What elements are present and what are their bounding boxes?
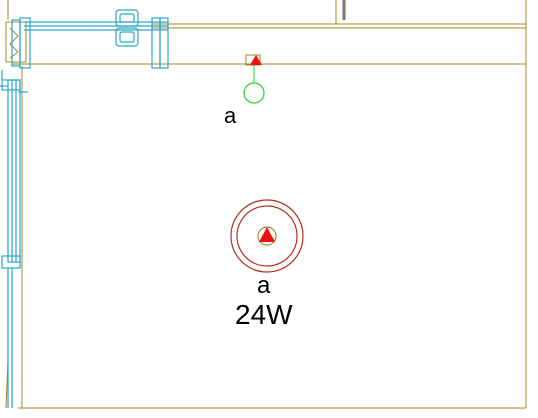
luminaire-marker-icon: [259, 227, 275, 242]
door-jamb: [11, 19, 21, 67]
sensor-circuit-label: a: [224, 103, 237, 128]
luminaire-inner-ring: [236, 205, 298, 267]
sensor-marker-icon: [250, 55, 262, 65]
column-outline: [5, 21, 27, 63]
ceiling-light[interactable]: [230, 199, 304, 273]
window-frame-cap: [1, 255, 21, 269]
luminaire-circuit-label: a: [257, 272, 271, 299]
corner-column: [5, 21, 27, 63]
sensor-circle-icon: [243, 82, 265, 104]
door-handle: [119, 13, 135, 23]
window-frame-cap: [1, 79, 21, 91]
walls: [5, 0, 527, 409]
door-frames: [0, 9, 169, 408]
luminaire-wattage-label: 24W: [235, 299, 293, 330]
column-hatch: [9, 27, 19, 59]
luminaire-outer-ring: [230, 199, 304, 273]
sensor-a[interactable]: [243, 54, 265, 104]
door-handle: [115, 27, 139, 47]
door-handle: [119, 31, 135, 43]
door-handle: [115, 9, 139, 27]
door-jamb: [159, 17, 169, 69]
